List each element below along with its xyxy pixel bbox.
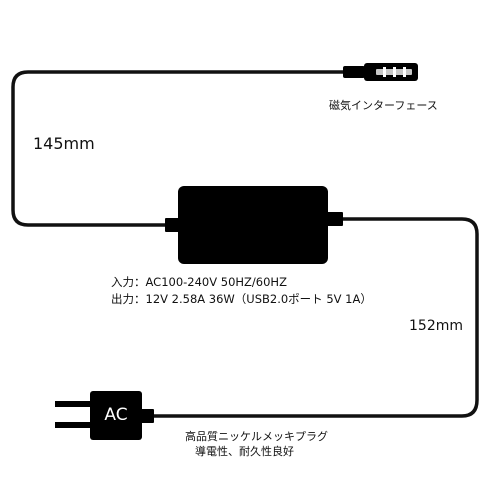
ac-plug-icon — [55, 391, 154, 440]
plug-feature-label-1: 高品質ニッケルメッキプラグ — [185, 430, 328, 443]
cable-length-top-label: 145mm — [33, 134, 95, 153]
output-spec-label: 出力：12V 2.58A 36W（USB2.0ポート 5V 1A） — [111, 292, 372, 306]
input-spec-label: 入力：AC100-240V 50HZ/60HZ — [111, 275, 287, 289]
adapter-right-relief — [325, 212, 343, 226]
plug-feature-label-2: 導電性、耐久性良好 — [195, 445, 294, 458]
cable-length-bottom-label: 152mm — [409, 318, 463, 334]
power-adapter-body — [178, 186, 328, 264]
magnetic-connector-icon — [343, 63, 418, 81]
adapter-left-relief — [165, 218, 181, 232]
top-cable — [11, 70, 345, 227]
plug-label: AC — [104, 405, 128, 425]
bottom-cable — [135, 217, 479, 418]
magnetic-interface-label: 磁気インターフェース — [329, 99, 438, 112]
